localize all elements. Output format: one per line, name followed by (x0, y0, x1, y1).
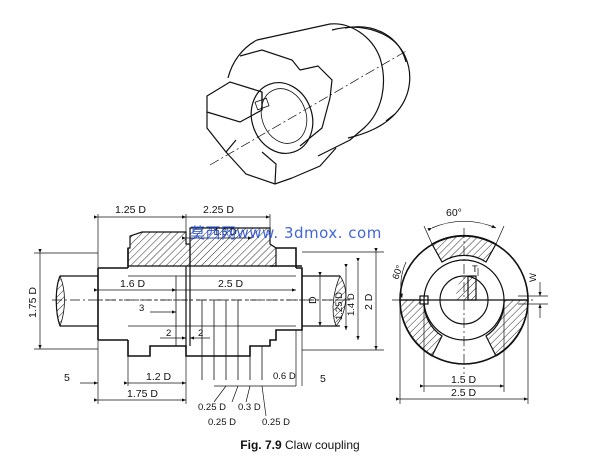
dim-left-len: 1.6 D (120, 278, 146, 290)
dim-hub-len: 1.25 D (115, 204, 146, 216)
iso-bore (250, 82, 314, 154)
iso-hub-body (256, 23, 385, 157)
dim-bore-dia: D (307, 296, 319, 304)
end-claw-right (485, 299, 529, 357)
right-flange-outline (296, 267, 303, 331)
front-view: 1.25 D 2.25 D 1.6 D 1.6 D 2.5 D 1.75 D D… (27, 204, 384, 428)
dim-claw-len: 2.25 D (203, 204, 234, 216)
dim-row2-a: 0.25 D (208, 417, 236, 428)
dim-small-2b: 2 (198, 328, 203, 339)
figure-title: Claw coupling (284, 438, 360, 452)
key-w-label: W (528, 273, 539, 282)
end-claw-left (399, 299, 443, 357)
dim-2d: 2 D (363, 293, 375, 310)
dim-gap5-right: 5 (320, 373, 326, 385)
hub-section-left (127, 231, 191, 267)
dim-row1-b: 0.3 D (238, 402, 261, 413)
isometric-view (206, 23, 411, 185)
dim-end-outer: 2.5 D (451, 387, 477, 399)
angle-side-60: 60° (390, 264, 405, 281)
dim-14d: 1.4 D (346, 293, 357, 316)
dim-overall-bottom: 1.75 D (127, 388, 158, 400)
dim-shaft-dia: 1.75 D (27, 287, 39, 318)
dim-tiny-06d: 0.6 D (273, 371, 296, 382)
dim-row1-a: 0.25 D (198, 402, 226, 413)
right-hub-top (276, 247, 297, 268)
left-flange-outline (97, 248, 129, 341)
iso-rear-flange (331, 26, 411, 122)
iso-keyway (254, 97, 270, 111)
dim-row2-c: 0.25 D (262, 417, 290, 428)
dim-bore-len: 2.5 D (218, 278, 244, 290)
end-view: 60° 60° T W 1.5 D 2.5 D (390, 207, 548, 404)
dim-small-3: 3 (139, 303, 144, 314)
iso-claw-bottom (225, 151, 293, 185)
dim-125d: 1.25 D (334, 292, 345, 320)
dim-end-inner: 1.5 D (451, 374, 477, 386)
figure-number: Fig. 7.9 (240, 438, 282, 452)
watermark-text: 莫西网www. 3dmox. com (190, 224, 382, 242)
iso-axis (209, 49, 409, 166)
dim-mid-len: 1.6 D (214, 227, 237, 238)
dim-gap5-left: 5 (64, 372, 70, 384)
angle-top-60: 60° (446, 207, 462, 219)
figure-caption: Fig. 7.9 Claw coupling (0, 438, 600, 452)
key-t-label: T (472, 264, 478, 275)
iso-claw-top (239, 49, 301, 71)
dim-hub-bottom: 1.2 D (146, 371, 172, 383)
dim-small-2a: 2 (166, 328, 171, 339)
